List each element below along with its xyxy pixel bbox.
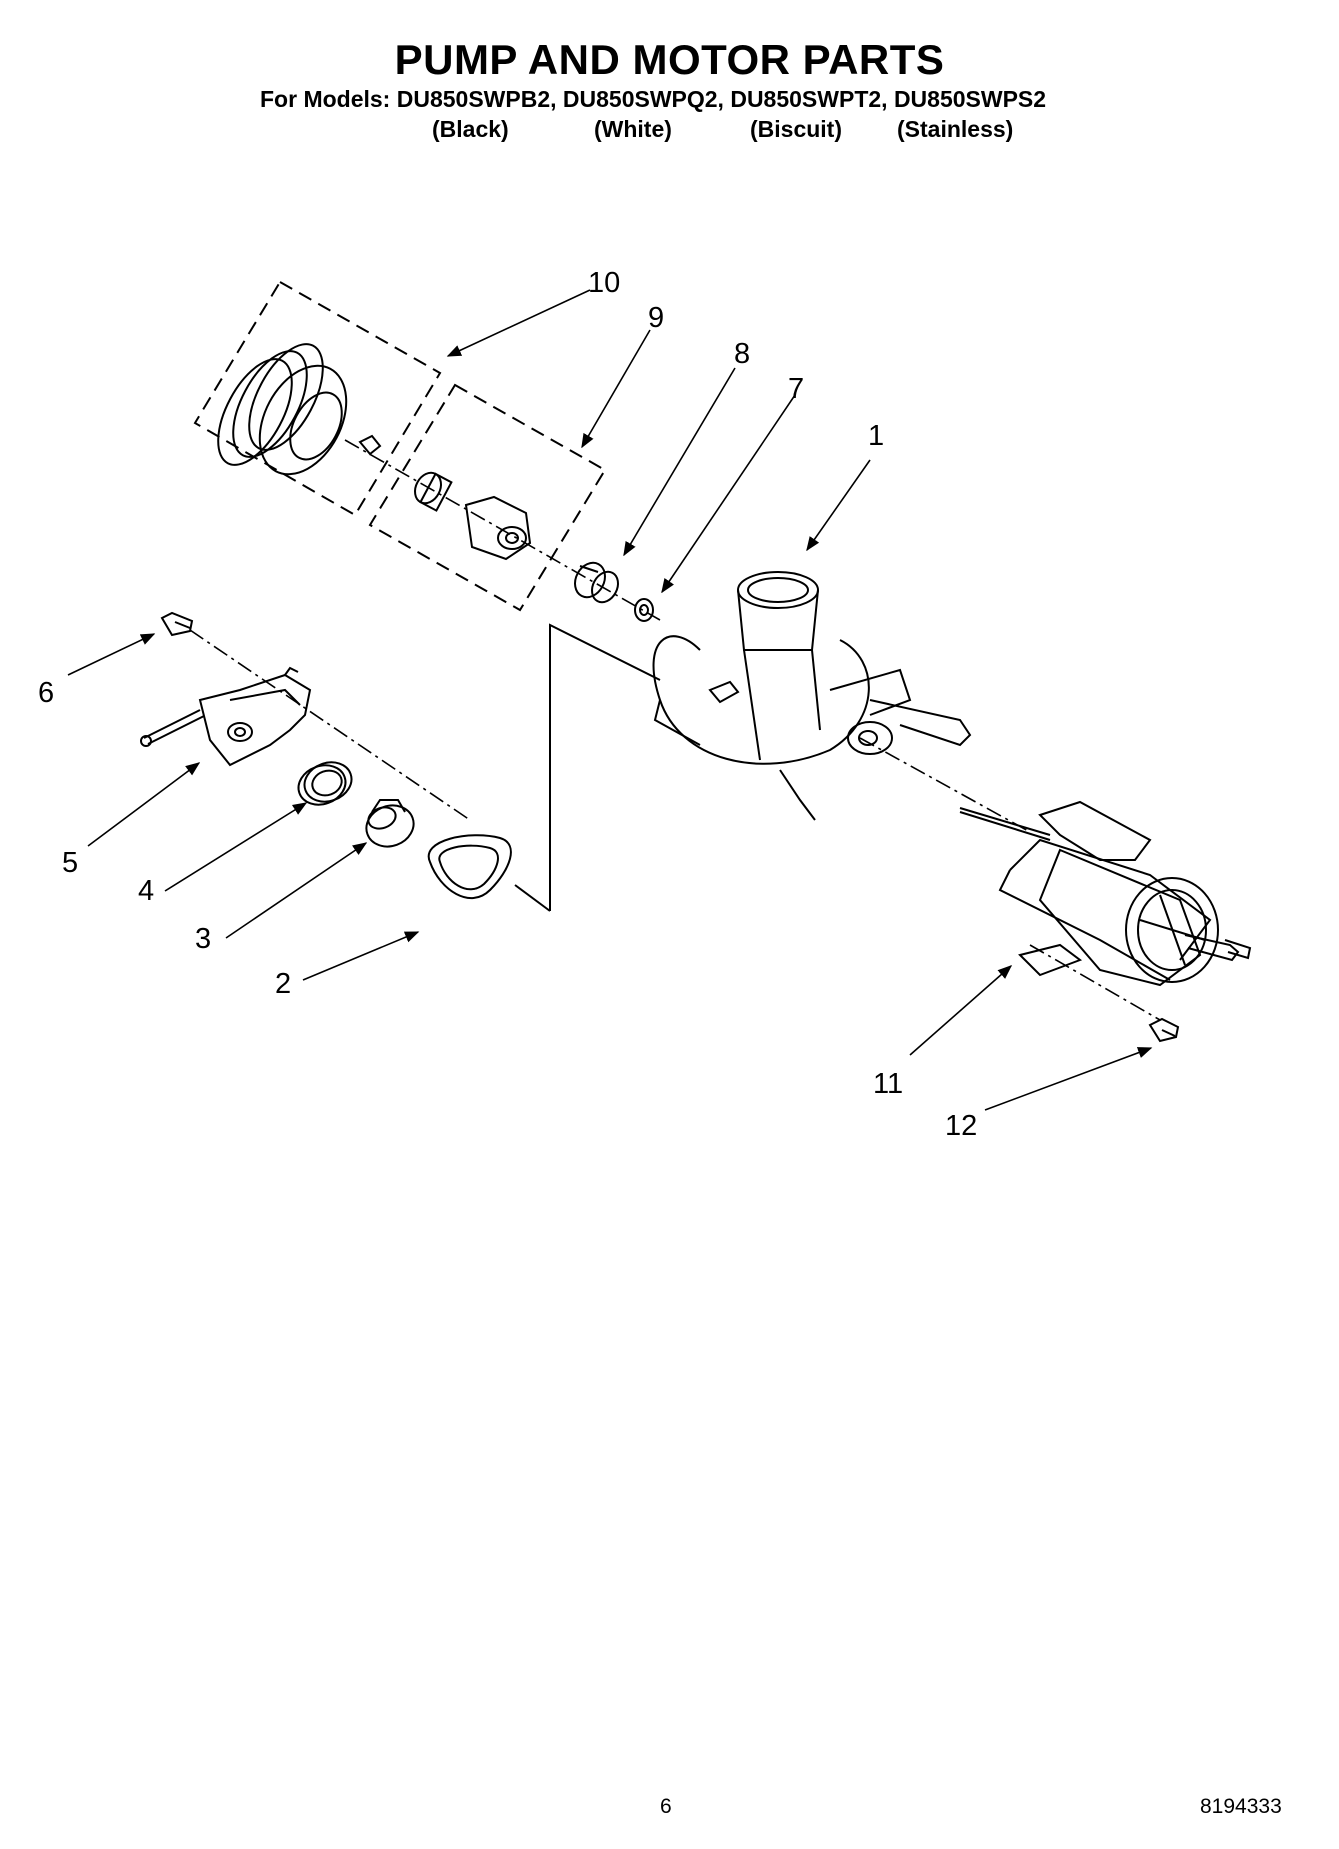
callout-numbers: 1 2 3 4 5 6 7 8 9 10 11 12 <box>38 267 977 1142</box>
callout-5: 5 <box>62 847 78 879</box>
page-number: 6 <box>660 1795 672 1818</box>
part-3-valve <box>365 799 415 848</box>
page-title: PUMP AND MOTOR PARTS <box>394 36 945 83</box>
part-9-impeller <box>414 471 532 561</box>
models-line: For Models: DU850SWPB2, DU850SWPQ2, DU85… <box>260 86 1047 112</box>
part-12-screw <box>1148 1017 1180 1043</box>
document-number: 8194333 <box>1200 1795 1282 1818</box>
callout-12: 12 <box>945 1110 977 1142</box>
callout-1: 1 <box>868 420 884 452</box>
reference-bracket <box>549 623 661 911</box>
centerline-screw-11 <box>1029 944 1161 1021</box>
part-8-seal <box>574 561 619 604</box>
callout-7: 7 <box>788 373 804 405</box>
callout-10: 10 <box>588 267 620 299</box>
part-2-gasket <box>427 834 512 900</box>
part-4-ring-seal <box>297 761 353 806</box>
leader-lines <box>67 289 1153 1111</box>
color-stainless: (Stainless) <box>897 116 1014 142</box>
group-box-10 <box>193 280 442 517</box>
callout-4: 4 <box>138 875 154 907</box>
color-biscuit: (Biscuit) <box>750 116 842 142</box>
callout-3: 3 <box>195 923 211 955</box>
callout-9: 9 <box>648 302 664 334</box>
part-1-pump-housing <box>652 571 972 821</box>
callout-11: 11 <box>873 1068 903 1100</box>
color-black: (Black) <box>432 116 509 142</box>
callout-8: 8 <box>734 338 750 370</box>
callout-6: 6 <box>38 677 54 709</box>
part-6-screw <box>160 611 194 637</box>
part-7-washer <box>634 598 654 622</box>
part-11-motor <box>959 800 1252 987</box>
centerline-motor <box>859 737 1031 833</box>
part-5-pump-cover <box>140 666 312 767</box>
callout-2: 2 <box>275 968 291 1000</box>
group-box-9 <box>368 383 607 612</box>
color-white: (White) <box>594 116 672 142</box>
part-10-drum <box>217 343 382 476</box>
